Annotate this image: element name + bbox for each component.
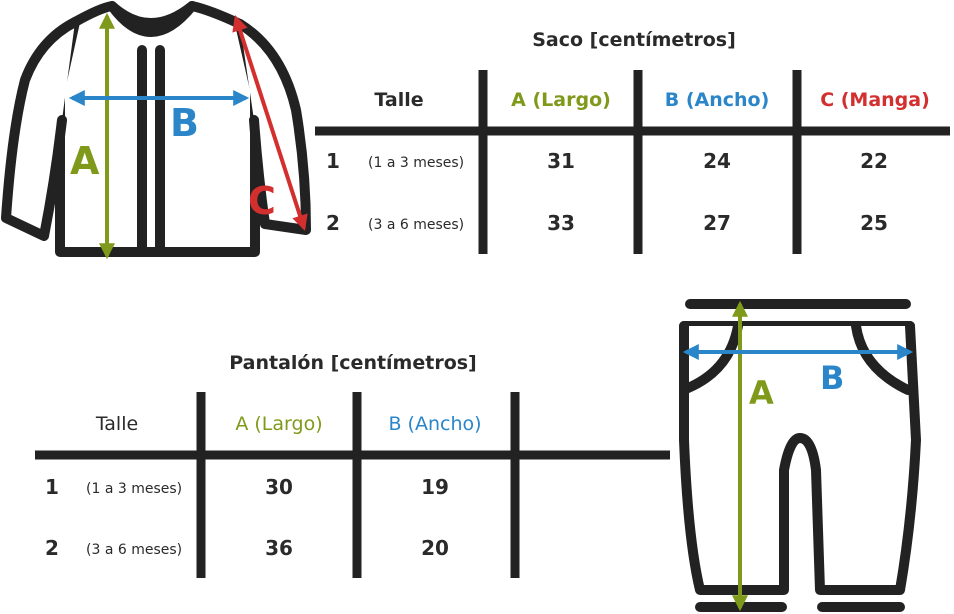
- saco-header-c: C (Manga): [820, 89, 930, 111]
- pantalon-header-talle: Talle: [95, 413, 138, 435]
- saco-row-1-b: 24: [703, 149, 731, 173]
- pantalon-row-2-n: 2: [45, 536, 59, 560]
- pants-icon: [679, 299, 921, 612]
- pantalon-row-2-a: 36: [265, 536, 293, 560]
- pantalon-table-grid: [35, 392, 670, 578]
- saco-table-grid: [315, 70, 950, 254]
- jacket-c-arrow: [232, 14, 308, 232]
- pants-label-a: A: [749, 374, 774, 412]
- saco-header-talle: Talle: [374, 89, 423, 111]
- pantalon-row-1-n: 1: [45, 475, 59, 499]
- saco-row-2-b: 27: [703, 211, 731, 235]
- saco-row-1-n: 1: [326, 149, 340, 173]
- jacket-label-a: A: [70, 139, 100, 183]
- saco-row-2-range: (3 a 6 meses): [368, 217, 464, 233]
- saco-row-1-range: (1 a 3 meses): [368, 155, 464, 171]
- pants-label-b: B: [820, 359, 844, 397]
- saco-title: Saco [centímetros]: [532, 29, 736, 51]
- pantalon-row-2-range: (3 a 6 meses): [86, 542, 182, 558]
- jacket-label-c: C: [248, 179, 276, 223]
- pantalon-title: Pantalón [centímetros]: [229, 352, 477, 374]
- saco-row-1-c: 22: [860, 149, 888, 173]
- pantalon-header-a: A (Largo): [235, 413, 322, 435]
- pantalon-row-1-a: 30: [265, 475, 293, 499]
- jacket-label-b: B: [170, 101, 199, 145]
- pantalon-row-1-range: (1 a 3 meses): [86, 481, 182, 497]
- saco-header-a: A (Largo): [511, 89, 611, 111]
- saco-row-2-a: 33: [547, 211, 575, 235]
- saco-row-2-n: 2: [326, 211, 340, 235]
- pantalon-row-1-b: 19: [421, 475, 449, 499]
- pantalon-row-2-b: 20: [421, 536, 449, 560]
- saco-row-2-c: 25: [860, 211, 888, 235]
- saco-header-b: B (Ancho): [665, 89, 770, 111]
- pantalon-header-b: B (Ancho): [388, 413, 481, 435]
- saco-row-1-a: 31: [547, 149, 575, 173]
